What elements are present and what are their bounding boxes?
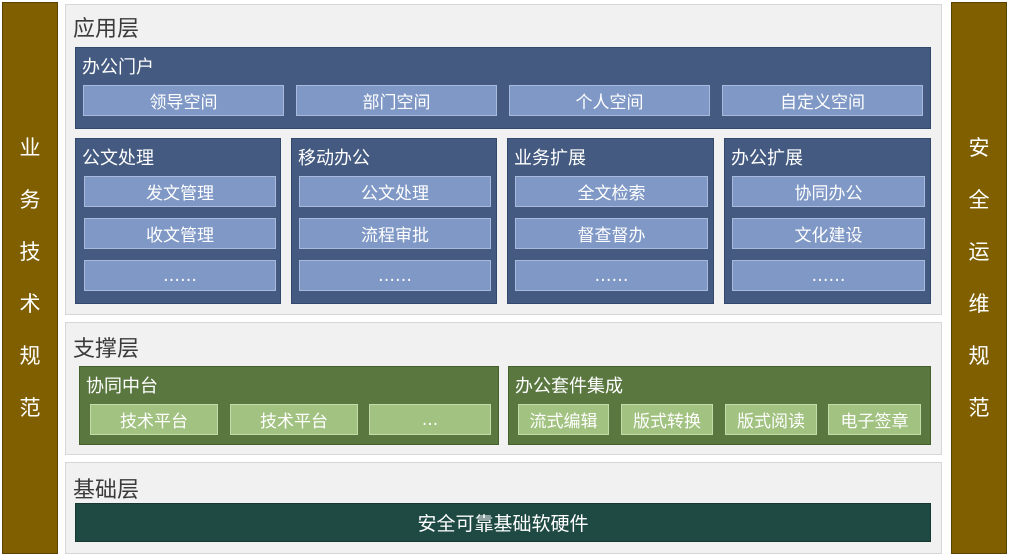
side-char: 业 <box>19 136 41 160</box>
support-layer: 支撑层 协同中台 技术平台 技术平台 ... 办公套件集成 流式编辑 版式转换 … <box>65 322 942 455</box>
module-item[interactable]: 发文管理 <box>84 176 276 207</box>
security-ops-spec-bar: 安 全 运 维 规 范 <box>951 2 1007 554</box>
base-layer: 基础层 安全可靠基础软硬件 <box>65 462 942 554</box>
layer-title: 支撑层 <box>73 337 140 362</box>
side-char: 规 <box>968 344 990 368</box>
panel-title: 办公套件集成 <box>515 376 623 397</box>
panel-title: 移动办公 <box>298 148 370 169</box>
layer-title: 基础层 <box>73 478 140 503</box>
panel-title: 协同中台 <box>86 376 158 397</box>
secure-hardware-software-bar: 安全可靠基础软硬件 <box>75 503 931 542</box>
side-char: 务 <box>19 188 41 212</box>
panel-title: 公文处理 <box>82 148 154 169</box>
collab-platform-panel: 协同中台 技术平台 技术平台 ... <box>79 366 499 445</box>
document-processing-panel: 公文处理 发文管理 收文管理 …… <box>75 138 281 304</box>
panel-title: 业务扩展 <box>514 148 586 169</box>
side-char: 范 <box>19 396 41 420</box>
collab-item-more[interactable]: ... <box>369 404 491 435</box>
side-char: 术 <box>19 292 41 316</box>
module-item[interactable]: 流程审批 <box>299 218 491 249</box>
module-item[interactable]: 全文检索 <box>515 176 708 207</box>
side-char: 全 <box>968 188 990 212</box>
side-char: 范 <box>968 396 990 420</box>
mobile-office-panel: 移动办公 公文处理 流程审批 …… <box>291 138 497 304</box>
collab-item[interactable]: 技术平台 <box>230 404 358 435</box>
side-char: 技 <box>19 240 41 264</box>
portal-item-leader-space[interactable]: 领导空间 <box>83 85 284 116</box>
panel-title: 办公扩展 <box>731 148 803 169</box>
module-item-more[interactable]: …… <box>515 260 708 291</box>
business-tech-spec-bar: 业 务 技 术 规 范 <box>2 2 58 554</box>
module-item-more[interactable]: …… <box>299 260 491 291</box>
office-portal-panel: 办公门户 领导空间 部门空间 个人空间 自定义空间 <box>75 47 931 129</box>
module-item[interactable]: 督查督办 <box>515 218 708 249</box>
portal-item-department-space[interactable]: 部门空间 <box>296 85 497 116</box>
module-item-more[interactable]: …… <box>84 260 276 291</box>
side-char: 安 <box>968 136 990 160</box>
module-item-more[interactable]: …… <box>732 260 925 291</box>
side-char: 运 <box>968 240 990 264</box>
office-suite-panel: 办公套件集成 流式编辑 版式转换 版式阅读 电子签章 <box>508 366 931 445</box>
suite-item-format-convert[interactable]: 版式转换 <box>621 404 713 435</box>
module-item[interactable]: 收文管理 <box>84 218 276 249</box>
module-item[interactable]: 文化建设 <box>732 218 925 249</box>
side-char: 维 <box>968 292 990 316</box>
suite-item-stream-edit[interactable]: 流式编辑 <box>518 404 609 435</box>
application-layer: 应用层 办公门户 领导空间 部门空间 个人空间 自定义空间 公文处理 发文管理 … <box>65 4 942 315</box>
layer-title: 应用层 <box>73 17 140 42</box>
suite-item-format-read[interactable]: 版式阅读 <box>725 404 817 435</box>
side-char: 规 <box>19 344 41 368</box>
office-extension-panel: 办公扩展 协同办公 文化建设 …… <box>724 138 931 304</box>
module-item[interactable]: 公文处理 <box>299 176 491 207</box>
module-item[interactable]: 协同办公 <box>732 176 925 207</box>
collab-item[interactable]: 技术平台 <box>90 404 218 435</box>
business-extension-panel: 业务扩展 全文检索 督查督办 …… <box>507 138 714 304</box>
suite-item-e-signature[interactable]: 电子签章 <box>828 404 921 435</box>
panel-title: 办公门户 <box>82 57 154 78</box>
portal-item-custom-space[interactable]: 自定义空间 <box>722 85 923 116</box>
portal-item-personal-space[interactable]: 个人空间 <box>509 85 710 116</box>
